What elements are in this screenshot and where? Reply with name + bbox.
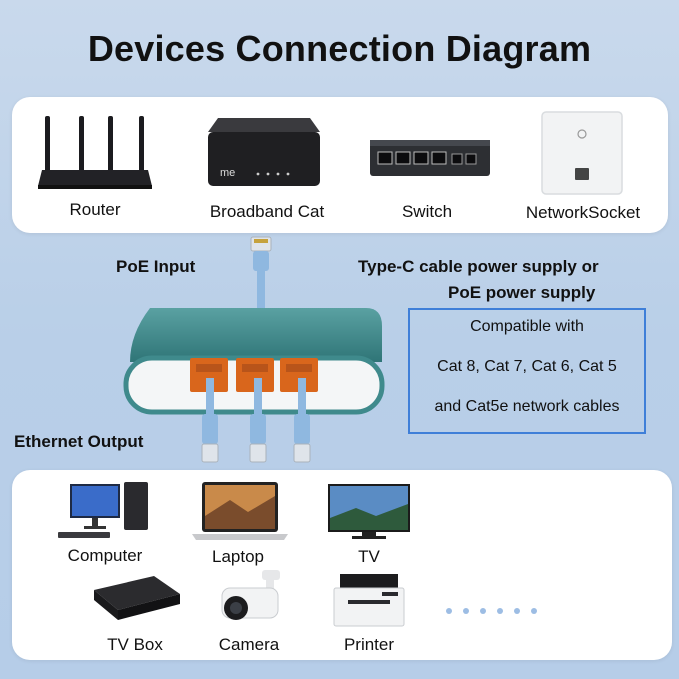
ethernet-output-cables: [201, 378, 311, 463]
ethernet-output-label: Ethernet Output: [14, 432, 144, 451]
network-socket-icon: [541, 111, 623, 195]
power-supply-line2: PoE power supply: [448, 283, 596, 302]
laptop-label: Laptop: [212, 547, 264, 566]
dot-1: [446, 608, 452, 614]
page-title: Devices Connection Diagram: [87, 28, 592, 69]
compat-line3: and Cat5e network cables: [434, 398, 620, 415]
computer-icon: [58, 482, 148, 538]
broadband-modem-icon: me: [208, 118, 320, 186]
svg-text:me: me: [220, 167, 235, 179]
more-devices-ellipsis: [446, 601, 537, 619]
switch-label: Switch: [401, 202, 453, 221]
tv-box-label: TV Box: [107, 635, 163, 654]
poe-input-cable: [250, 236, 272, 313]
security-camera-icon: [221, 570, 280, 620]
dot-2: [463, 608, 469, 614]
printer-label: Printer: [343, 635, 395, 654]
network-switch-icon: [370, 140, 490, 176]
tv-label: TV: [358, 547, 380, 566]
dot-5: [514, 608, 520, 614]
dot-6: [531, 608, 537, 614]
laptop-icon: [192, 482, 288, 540]
network-socket-label: NetworkSocket: [525, 203, 641, 222]
dot-4: [497, 608, 503, 614]
power-supply-line1: Type-C cable power supply or: [358, 257, 599, 276]
dot-3: [480, 608, 486, 614]
computer-label: Computer: [67, 546, 143, 565]
compat-line2: Cat 8, Cat 7, Cat 6, Cat 5: [437, 358, 617, 375]
compatibility-box: Compatible with Cat 8, Cat 7, Cat 6, Cat…: [408, 308, 646, 434]
poe-input-label: PoE Input: [116, 257, 196, 276]
printer-icon: [333, 574, 405, 627]
tv-box-icon: [94, 576, 180, 620]
router-label: Router: [69, 200, 121, 219]
broadband-label: Broadband Cat: [209, 202, 325, 221]
camera-label: Camera: [218, 635, 280, 654]
compat-line1: Compatible with: [470, 318, 584, 335]
tv-icon: [328, 484, 410, 539]
router-icon: [38, 116, 152, 189]
